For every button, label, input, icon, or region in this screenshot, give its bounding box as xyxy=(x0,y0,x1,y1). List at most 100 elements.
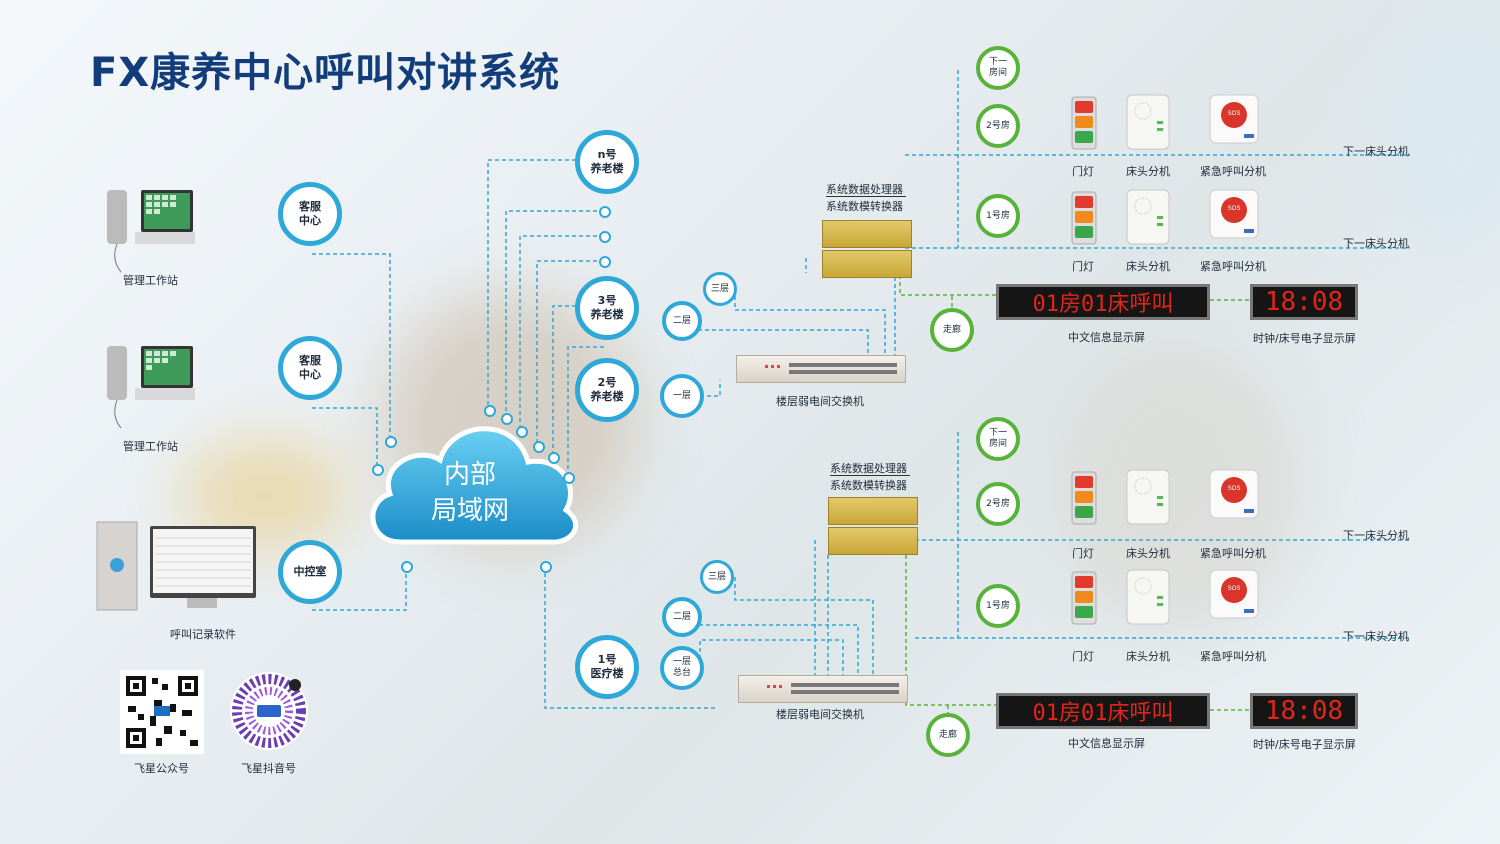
douyin-qr-code xyxy=(229,671,309,751)
bedside-unit[interactable] xyxy=(1125,568,1171,626)
connector-dot xyxy=(533,441,545,453)
link-b1 xyxy=(544,566,718,709)
floor-switch-bottom[interactable] xyxy=(738,675,908,703)
floor-2-bottom[interactable]: 二层 xyxy=(662,597,702,637)
floor-switch-bottom-label: 楼层弱电间交换机 xyxy=(776,708,864,721)
corridor-node-bottom[interactable]: 走廊 xyxy=(926,713,970,757)
service-center-node-1[interactable]: 客服 中心 xyxy=(278,182,342,246)
workstation-2[interactable] xyxy=(105,344,195,434)
link-f3-top xyxy=(734,289,886,355)
workstation-1-label: 管理工作站 xyxy=(123,274,178,287)
processor-bottom-label-1: 系统数据处理器 xyxy=(830,462,907,475)
next-bedside-unit-label: 下一床头分机 xyxy=(1343,237,1409,250)
svg-text:SOS: SOS xyxy=(1228,486,1241,492)
floor-2-top[interactable]: 二层 xyxy=(662,301,702,341)
sos-button[interactable]: SOS xyxy=(1208,188,1260,240)
connector-dot xyxy=(599,206,611,218)
bedside-unit-label: 床头分机 xyxy=(1126,260,1170,273)
connector-dot xyxy=(501,413,513,425)
bedside-unit[interactable] xyxy=(1125,468,1171,526)
connector-dot xyxy=(599,231,611,243)
floor-1-top[interactable]: 一层 xyxy=(660,374,704,418)
control-room-node[interactable]: 中控室 xyxy=(278,540,342,604)
link-f1-top xyxy=(700,380,721,397)
processor-bottom-underline xyxy=(830,475,910,476)
sos-button-label: 紧急呼叫分机 xyxy=(1200,650,1266,663)
wechat-label: 飞星公众号 xyxy=(134,762,189,775)
processor-top-unit-1[interactable] xyxy=(822,220,912,248)
door-light[interactable] xyxy=(1070,570,1098,626)
next-bedside-unit-label: 下一床头分机 xyxy=(1343,630,1409,643)
background-arc xyxy=(1380,0,1500,260)
bedside-unit[interactable] xyxy=(1125,188,1171,246)
sos-button[interactable]: SOS xyxy=(1208,93,1260,145)
service-center-node-2[interactable]: 客服 中心 xyxy=(278,336,342,400)
door-light[interactable] xyxy=(1070,190,1098,246)
link-green-top xyxy=(899,275,996,296)
door-light-label: 门灯 xyxy=(1072,547,1094,560)
led-display-bottom: 01房01床呼叫 xyxy=(996,693,1210,729)
next-bedside-unit-label: 下一床头分机 xyxy=(1343,145,1409,158)
clock-display-top: 18:08 xyxy=(1250,284,1358,320)
workstation-2-label: 管理工作站 xyxy=(123,440,178,453)
building-1-node[interactable]: 1号 医疗楼 xyxy=(575,635,639,699)
connector-dot xyxy=(401,561,413,573)
clock-display-top-label: 时钟/床号电子显示屏 xyxy=(1253,332,1356,345)
processor-top-label-1: 系统数据处理器 xyxy=(826,183,903,196)
led-display-top-label: 中文信息显示屏 xyxy=(1068,331,1145,344)
door-light[interactable] xyxy=(1070,470,1098,526)
link-svc1 xyxy=(312,253,391,440)
building-3-node[interactable]: 3号 养老楼 xyxy=(575,276,639,340)
connector-dot xyxy=(599,256,611,268)
sos-button[interactable]: SOS xyxy=(1208,468,1260,520)
record-computer[interactable] xyxy=(95,520,260,612)
floor-1-bottom[interactable]: 一层 总台 xyxy=(660,646,704,690)
floor-3-top[interactable]: 三层 xyxy=(703,272,737,306)
door-light-label: 门灯 xyxy=(1072,165,1094,178)
svg-text:SOS: SOS xyxy=(1228,111,1241,117)
building-2-node[interactable]: 2号 养老楼 xyxy=(575,358,639,422)
connector-dot xyxy=(540,561,552,573)
led-display-top: 01房01床呼叫 xyxy=(996,284,1210,320)
bedside-unit-label: 床头分机 xyxy=(1126,547,1170,560)
connector-dot xyxy=(548,452,560,464)
clock-display-bottom-label: 时钟/床号电子显示屏 xyxy=(1253,738,1356,751)
processor-top-underline xyxy=(826,196,906,197)
processor-top-unit-2[interactable] xyxy=(822,250,912,278)
sos-button[interactable]: SOS xyxy=(1208,568,1260,620)
sos-button-label: 紧急呼叫分机 xyxy=(1200,260,1266,273)
workstation-1[interactable] xyxy=(105,188,195,276)
corridor-node-top[interactable]: 走廊 xyxy=(930,308,974,352)
room-2-node-bottom[interactable]: 2号房 xyxy=(976,482,1020,526)
building-n-node[interactable]: n号 养老楼 xyxy=(575,130,639,194)
room-1-node-bottom[interactable]: 1号房 xyxy=(976,584,1020,628)
processor-bottom-label-2: 系统数模转换器 xyxy=(830,479,907,492)
bedside-unit-label: 床头分机 xyxy=(1126,165,1170,178)
link-f3-bot xyxy=(734,577,874,675)
next-bedside-unit-label: 下一床头分机 xyxy=(1343,529,1409,542)
bedside-unit[interactable] xyxy=(1125,93,1171,151)
processor-bottom-unit-1[interactable] xyxy=(828,497,918,525)
record-software-label: 呼叫记录软件 xyxy=(170,628,236,641)
link-top-proc-sw xyxy=(805,258,896,355)
link-bot-proc-sw xyxy=(814,540,829,675)
sos-button-label: 紧急呼叫分机 xyxy=(1200,547,1266,560)
lan-cloud[interactable] xyxy=(360,402,582,552)
connector-dot xyxy=(372,464,384,476)
link-control xyxy=(312,568,407,611)
next-room-node-bottom[interactable]: 下一 房间 xyxy=(976,417,1020,461)
cloud-label-line2: 局域网 xyxy=(430,496,509,526)
floor-3-bottom[interactable]: 三层 xyxy=(700,560,734,594)
floor-switch-top-label: 楼层弱电间交换机 xyxy=(776,395,864,408)
link-svc2 xyxy=(312,407,378,468)
link-dot2 xyxy=(519,235,604,430)
floor-switch-top[interactable] xyxy=(736,355,906,383)
processor-bottom-unit-2[interactable] xyxy=(828,527,918,555)
room-1-node-top[interactable]: 1号房 xyxy=(976,194,1020,238)
door-light-label: 门灯 xyxy=(1072,650,1094,663)
room-2-node-top[interactable]: 2号房 xyxy=(976,104,1020,148)
clock-display-bottom: 18:08 xyxy=(1250,693,1358,729)
next-room-node-top[interactable]: 下一 房间 xyxy=(976,46,1020,90)
door-light[interactable] xyxy=(1070,95,1098,151)
